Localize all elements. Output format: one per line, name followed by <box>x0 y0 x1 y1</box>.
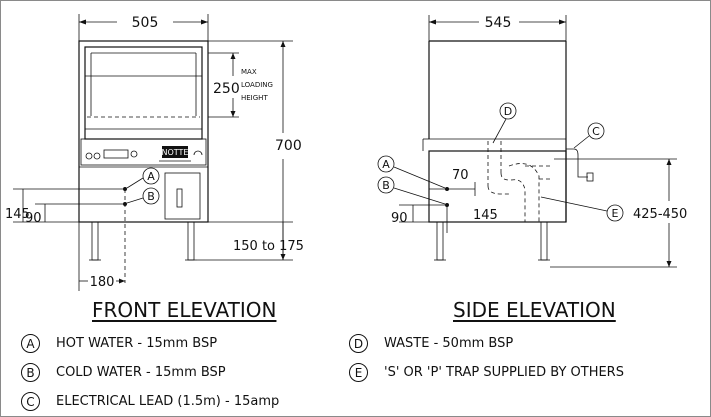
front-dim-145: 145 <box>5 207 30 222</box>
front-dim-250: 250 <box>213 81 240 97</box>
side-callout-d: D <box>504 105 512 118</box>
front-callout-a: A <box>147 170 155 183</box>
side-dim-70: 70 <box>452 168 469 183</box>
legend-text: HOT WATER - 15mm BSP <box>56 336 218 351</box>
brand-logo <box>162 146 188 158</box>
max-loading-line2: LOADING <box>241 81 273 89</box>
legend-text: WASTE - 50mm BSP <box>384 336 514 351</box>
front-dim-180: 180 <box>90 275 115 290</box>
side-dim-145: 145 <box>473 208 498 223</box>
legend-item-c: C ELECTRICAL LEAD (1.5m) - 15amp <box>21 392 279 411</box>
side-callout-e: E <box>612 207 619 220</box>
max-loading-line3: HEIGHT <box>241 94 268 102</box>
legend-key: E <box>349 363 368 382</box>
front-elevation: 505 NOTTE A <box>5 14 304 291</box>
side-width-dim: 545 <box>485 15 512 31</box>
front-dim-700: 700 <box>275 138 302 154</box>
max-loading-line1: MAX <box>241 68 257 76</box>
legend-key: A <box>21 334 40 353</box>
side-dim-90: 90 <box>391 211 408 226</box>
side-callout-c: C <box>592 125 600 138</box>
brand-logo-text: NOTTE <box>162 148 189 157</box>
legend-key: B <box>21 363 40 382</box>
front-elevation-title: FRONT ELEVATION <box>92 298 277 322</box>
front-dim-feet: 150 to 175 <box>233 239 304 254</box>
side-elevation: 545 70 145 A <box>377 15 687 268</box>
legend-key: D <box>349 334 368 353</box>
front-callout-b: B <box>147 190 155 203</box>
legend-text: ELECTRICAL LEAD (1.5m) - 15amp <box>56 394 280 409</box>
elevation-drawings: 505 NOTTE A <box>5 14 687 291</box>
legend-key: C <box>21 392 40 411</box>
legend-item-a: A HOT WATER - 15mm BSP <box>21 334 217 353</box>
side-dim-waste: 425-450 <box>633 207 687 222</box>
legend-text: COLD WATER - 15mm BSP <box>56 365 226 380</box>
side-callout-b: B <box>382 179 390 192</box>
legend-item-e: E 'S' OR 'P' TRAP SUPPLIED BY OTHERS <box>349 363 624 382</box>
front-dim-90: 90 <box>25 211 42 226</box>
side-elevation-title: SIDE ELEVATION <box>453 298 616 322</box>
legend-item-b: B COLD WATER - 15mm BSP <box>21 363 226 382</box>
legend-text: 'S' OR 'P' TRAP SUPPLIED BY OTHERS <box>384 365 624 380</box>
legend-item-d: D WASTE - 50mm BSP <box>349 334 513 353</box>
front-width-dim: 505 <box>132 15 159 31</box>
side-callout-a: A <box>382 158 390 171</box>
